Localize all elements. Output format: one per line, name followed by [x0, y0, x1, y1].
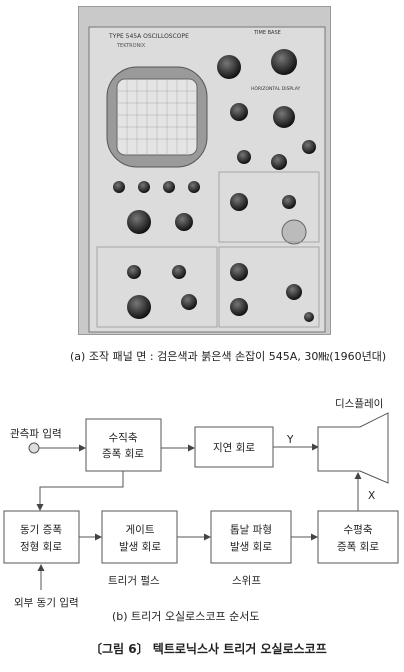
vertical-amp-block — [85, 418, 162, 472]
horizontal-amp-line2: 증폭 회로 — [337, 541, 379, 553]
time-base-label: TIME BASE — [253, 30, 281, 36]
sawtooth-line1: 톱날 파형 — [230, 524, 272, 536]
photo-caption: (a) 조작 패널 면 : 검은색과 붉은색 손잡이 545A, 30㎒(196… — [70, 350, 387, 363]
external-sync-label: 외부 동기 입력 — [14, 596, 79, 609]
horizontal-amp-line1: 수평축 — [344, 524, 373, 536]
oscilloscope-photo: TYPE 545A OSCILLOSCOPE TEKTRONIX TIME BA… — [78, 6, 331, 335]
horizontal-display-label: HORIZONTAL DISPLAY — [251, 86, 300, 92]
sync-amp-line2: 정형 회로 — [20, 541, 62, 553]
sweep-label: 스위프 — [232, 574, 261, 587]
figure-title: 〔그림 6〕 텍트로닉스사 트리거 오실로스코프 — [90, 642, 327, 656]
gate-line1: 게이트 — [126, 524, 155, 536]
knobs — [113, 49, 316, 322]
block-diagram: 관측파 입력 수직축 증폭 회로 지연 회로 Y 디스플레이 동기 증폭 정형 … — [3, 398, 399, 609]
sync-amp-line1: 동기 증폭 — [20, 524, 62, 536]
delay-block — [194, 426, 274, 468]
oscilloscope-illustration: TYPE 545A OSCILLOSCOPE TEKTRONIX TIME BA… — [79, 7, 330, 334]
brand-label: TEKTRONIX — [116, 43, 146, 49]
gate-block — [101, 510, 178, 564]
vertical-amp-line1: 수직축 — [109, 432, 138, 444]
crt-display — [317, 412, 389, 484]
sawtooth-block — [210, 510, 292, 564]
delay-label: 지연 회로 — [213, 442, 255, 454]
y-label: Y — [286, 434, 294, 446]
horizontal-amp-block — [317, 510, 399, 564]
x-label: X — [368, 490, 375, 502]
sawtooth-line2: 발생 회로 — [230, 541, 272, 553]
display-label: 디스플레이 — [335, 398, 383, 410]
vertical-amp-line2: 증폭 회로 — [102, 448, 144, 460]
input-terminal — [28, 442, 40, 454]
input-label: 관측파 입력 — [10, 427, 62, 440]
model-label: TYPE 545A OSCILLOSCOPE — [108, 33, 189, 40]
diagram-caption: (b) 트리거 오실로스코프 순서도 — [112, 610, 260, 623]
gate-line2: 발생 회로 — [119, 541, 161, 553]
trigger-pulse-label: 트리거 펄스 — [108, 575, 160, 587]
sync-amp-block — [3, 510, 80, 564]
